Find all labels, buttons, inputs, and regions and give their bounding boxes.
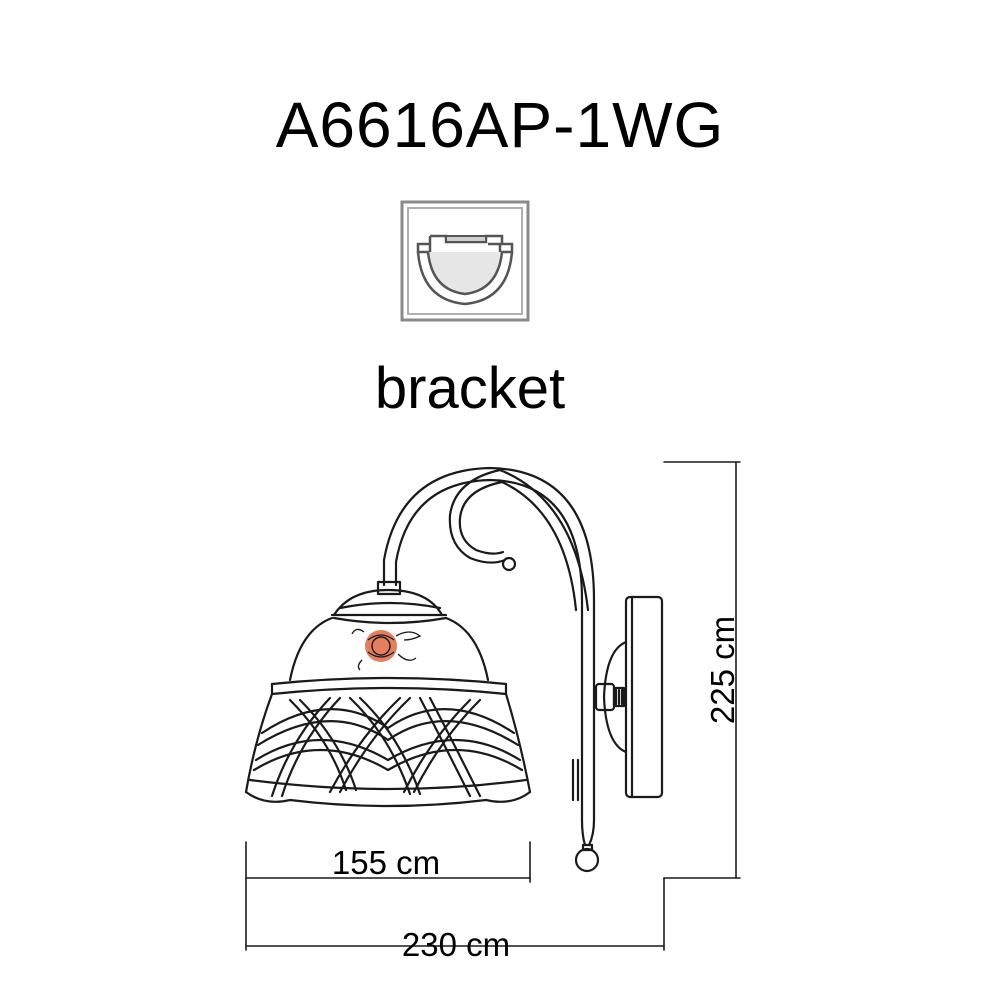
total-width-dimension-label: 230 cm [402, 926, 510, 963]
floral-decoration [351, 628, 422, 671]
lamp-arm [376, 466, 600, 873]
glass-shade [288, 616, 490, 682]
model-code: A6616AP-1WG [275, 89, 725, 161]
bracket-mount-icon [400, 200, 530, 322]
mount-type-label: bracket [374, 356, 566, 421]
shade-width-dimension-label: 155 cm [332, 844, 440, 881]
braid-band [270, 676, 508, 696]
woven-basket [244, 692, 532, 808]
wall-plate [594, 595, 664, 799]
height-dimension-label: 225 cm [704, 616, 741, 724]
shade-cap [330, 588, 448, 617]
dimension-lines [245, 461, 741, 951]
